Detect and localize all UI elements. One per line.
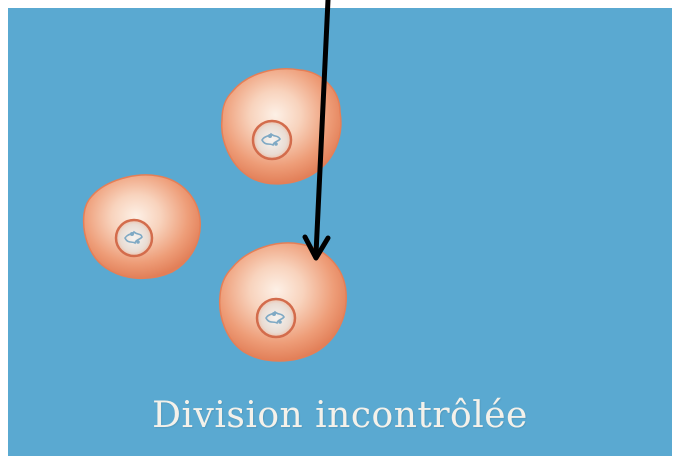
- nucleus-left: [116, 220, 152, 256]
- cell-left: [84, 175, 201, 278]
- caption-text: Division incontrôlée: [8, 395, 672, 436]
- nucleus-top: [253, 121, 291, 159]
- nucleus-bottom: [257, 299, 295, 337]
- cell-bottom: [220, 243, 347, 361]
